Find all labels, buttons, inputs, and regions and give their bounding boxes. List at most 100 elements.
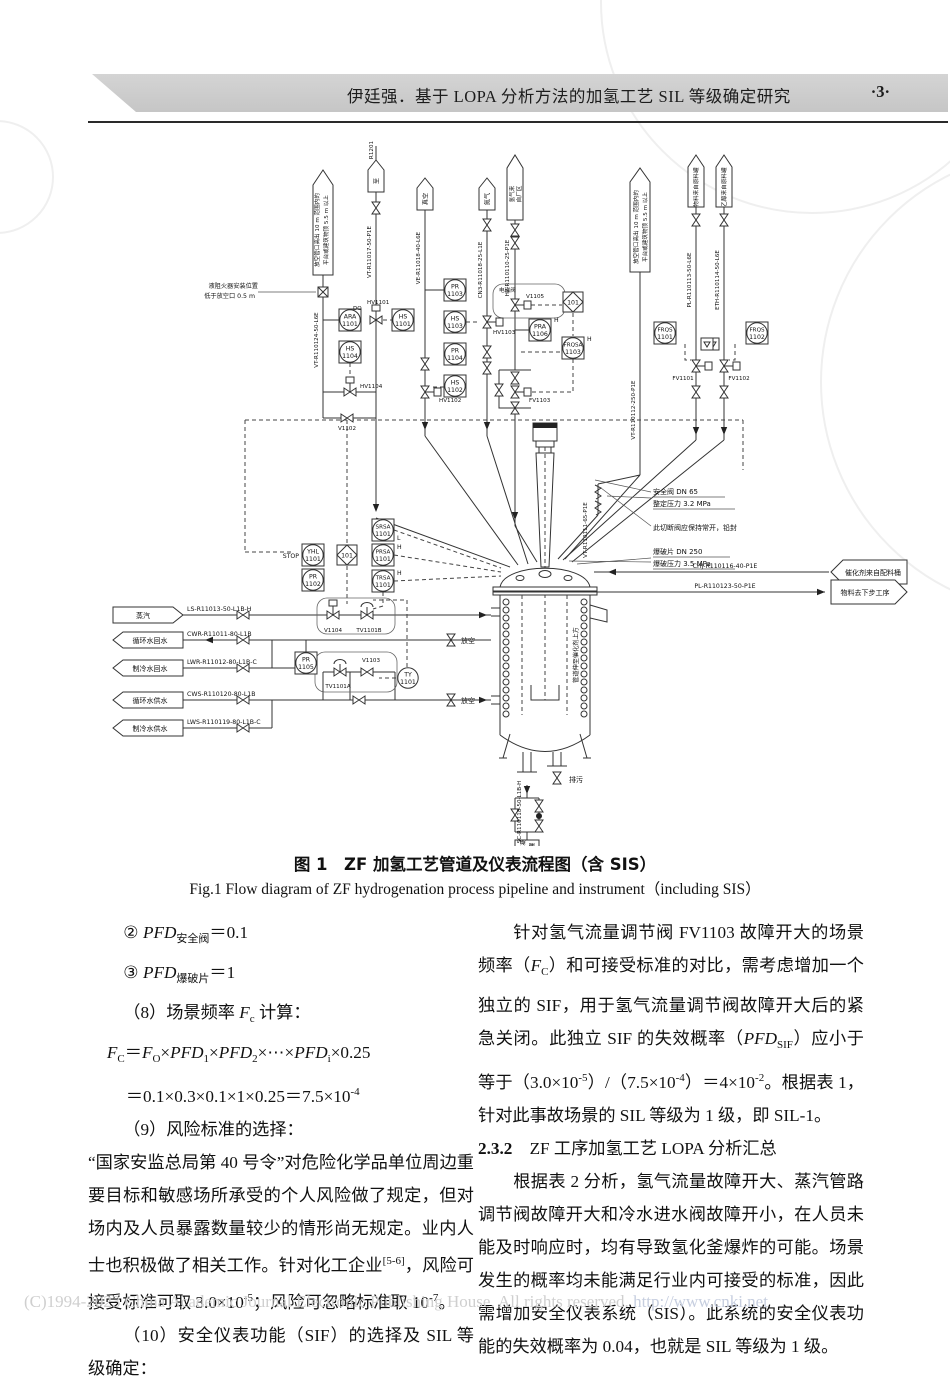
svg-text:1101: 1101	[395, 321, 411, 328]
drain-label: 排污	[569, 775, 583, 784]
svg-text:1102: 1102	[447, 387, 463, 394]
cws-flag	[113, 692, 183, 708]
fv1101-valve	[692, 360, 712, 372]
condensate-text: 水回收罐	[528, 842, 536, 846]
nitrogen-flag-text: 氮气	[484, 193, 492, 205]
item-8: （8）场景频率 Fc 计算：	[123, 1003, 311, 1025]
hv1102-valve	[421, 386, 441, 398]
vent-label: 放空	[461, 636, 475, 645]
vacuum-flag-text: 真空	[422, 193, 430, 205]
header-rule	[88, 121, 948, 123]
charge-chute	[590, 605, 607, 622]
fv1103-valve	[511, 386, 531, 398]
valve-label: V1104	[324, 628, 343, 634]
v1103-valve	[360, 667, 374, 677]
cws-text: 循环水供水	[133, 696, 168, 705]
vent-flag-text: 平台或建筑物顶 5.5 m 以上	[641, 192, 649, 262]
steam-valve-cloud	[317, 598, 395, 634]
section-heading-232: 2.3.2 ZF 工序加氢工艺 LOPA 分析汇总	[478, 1139, 777, 1158]
svg-text:1103: 1103	[565, 349, 581, 356]
condensate-text: 至一层冷凝	[519, 840, 527, 846]
header-title: 伊廷强．基于 LOPA 分析方法的加氢工艺 SIL 等级确定研究	[347, 87, 791, 106]
valve-label: TV1101B	[355, 628, 381, 634]
item-10: （10）安全仪表功能（SIF）的选择及 SIL 等级确定：	[88, 1326, 474, 1378]
safety-valve-note: 安全阀 DN 65	[653, 487, 698, 496]
watermark-arc	[0, 120, 54, 234]
line-label: ETH-R110114-50-L6E	[715, 250, 721, 310]
svg-text:低于放空口 0.5 m: 低于放空口 0.5 m	[204, 292, 255, 300]
check-valve	[536, 813, 542, 819]
lwr-flag	[113, 660, 183, 676]
valve-label: FV1102	[728, 376, 749, 382]
alarm-high-label: H	[397, 544, 402, 551]
page-number: ·3·	[870, 82, 890, 101]
stop-label: STOP	[283, 553, 300, 560]
alarm-high-label: H	[587, 336, 592, 343]
hydrogen-flag	[507, 155, 523, 220]
valve-label: V1103	[362, 658, 381, 664]
line-label: LS-R11013-50-L1B-H	[187, 606, 252, 613]
stream-flags: 放空管口高出 10 m 范围内的 平台或建筑物顶 5.5 m 以上 至 R120…	[113, 140, 907, 846]
item-9: （9）风险标准的选择：	[123, 1120, 304, 1139]
svg-text:1102: 1102	[305, 581, 321, 588]
svg-text:1102: 1102	[749, 334, 765, 341]
product-out-text: 物料去下步工序	[841, 588, 890, 597]
tv1101a-valve	[334, 660, 346, 677]
drain-valve	[552, 771, 562, 785]
svg-text:爆破压力 3.5 MPa: 爆破压力 3.5 MPa	[653, 559, 711, 568]
seal-note: 此切断阀应保持常开，铅封	[653, 523, 737, 532]
ethanol-feed-text: 乙醇来自原料罐	[720, 167, 728, 207]
instrument-pra1106: PRA	[534, 324, 547, 331]
lws-flag	[113, 720, 183, 736]
instrument-hs1101: HS	[399, 314, 408, 321]
lws-text: 制冷水供水	[133, 724, 168, 733]
svg-text:1103: 1103	[447, 291, 463, 298]
instrument-ara1101: ARA	[344, 314, 357, 321]
instrument-frqsa1103: FRQSA	[564, 343, 583, 349]
line-label: PL-R110113-50-L6E	[687, 252, 693, 307]
cnki-url[interactable]: http://www.cnki.net	[633, 1292, 768, 1311]
solenoid-note: 电磁阀	[499, 286, 516, 294]
material-feed-flag	[688, 155, 704, 207]
rupture-disc-note: 爆破片 DN 250	[653, 547, 702, 556]
material-feed-text: 物料来自原料罐	[692, 167, 700, 207]
vent-flag-left	[313, 170, 333, 275]
figure-1-pid-diagram: 放空管口高出 10 m 范围内的 平台或建筑物顶 5.5 m 以上 至 R120…	[95, 140, 915, 846]
line-label: VE-R11018-40-L6E	[416, 231, 422, 284]
pfd-item-3: ③ PFD爆破片＝1	[123, 963, 236, 985]
line-label: LWR-R11012-80-L1B-C	[187, 659, 257, 666]
svg-text:1101: 1101	[375, 531, 391, 538]
vent-flag-right	[630, 168, 650, 272]
line-label: H2-R110110-25-P1E	[505, 239, 511, 296]
valves	[236, 201, 740, 833]
svg-text:1101: 1101	[342, 321, 358, 328]
hydrogen-flag-text: 氢气来	[508, 185, 516, 202]
flame-arrester	[317, 286, 329, 298]
header-band: 伊廷强．基于 LOPA 分析方法的加氢工艺 SIL 等级确定研究 ·3·	[92, 74, 948, 112]
line-label: SC-R110118-50-L1B-H	[517, 781, 523, 844]
risk-criteria-paragraph: “国家安监总局第 40 号令”对危险化学品单位周边重要目标和敏感场所承受的个人风…	[88, 1153, 474, 1312]
vent-flag-text: 放空管口高出 10 m 范围内的	[313, 193, 321, 267]
reactor-bottom	[500, 735, 590, 752]
ethanol-feed-flag	[716, 155, 732, 207]
diagram-labels: 液阻火器安装位置 低于放空口 0.5 m VT-R110124-50-L6E V…	[187, 226, 757, 844]
line-label: VT-R110124-50-L6E	[314, 312, 320, 368]
valve-label: HV1104	[360, 384, 383, 390]
hydrogenation-reactor: 管道伸至催化剂上方	[491, 423, 607, 772]
copyright-text: (C)1994-2023 China Academic Journal Elec…	[24, 1292, 629, 1311]
formula-fc-result: ＝0.1×0.3×0.1×1×0.25＝7.5×10-4	[125, 1086, 360, 1106]
line-label: CN3-R11018-25-L1E	[478, 241, 484, 298]
svg-text:1105: 1105	[298, 664, 314, 671]
svg-text:整定压力 3.2 MPa: 整定压力 3.2 MPa	[653, 499, 711, 508]
valve-label: V1105	[526, 294, 545, 300]
line-label: PL-R110123-50-P1E	[694, 583, 755, 590]
fv1102-valve	[720, 360, 740, 372]
svg-text:1101: 1101	[375, 582, 391, 589]
line-label: CHJ-R110116-40-P1E	[693, 563, 758, 570]
r1201-flag	[368, 160, 384, 192]
alarm-high-label: H	[397, 570, 402, 577]
instrument-pr1102: PR	[309, 574, 318, 581]
instrument-hs1104: HS	[346, 346, 355, 353]
line-label: CWR-R11011-80-L1B	[187, 631, 252, 638]
